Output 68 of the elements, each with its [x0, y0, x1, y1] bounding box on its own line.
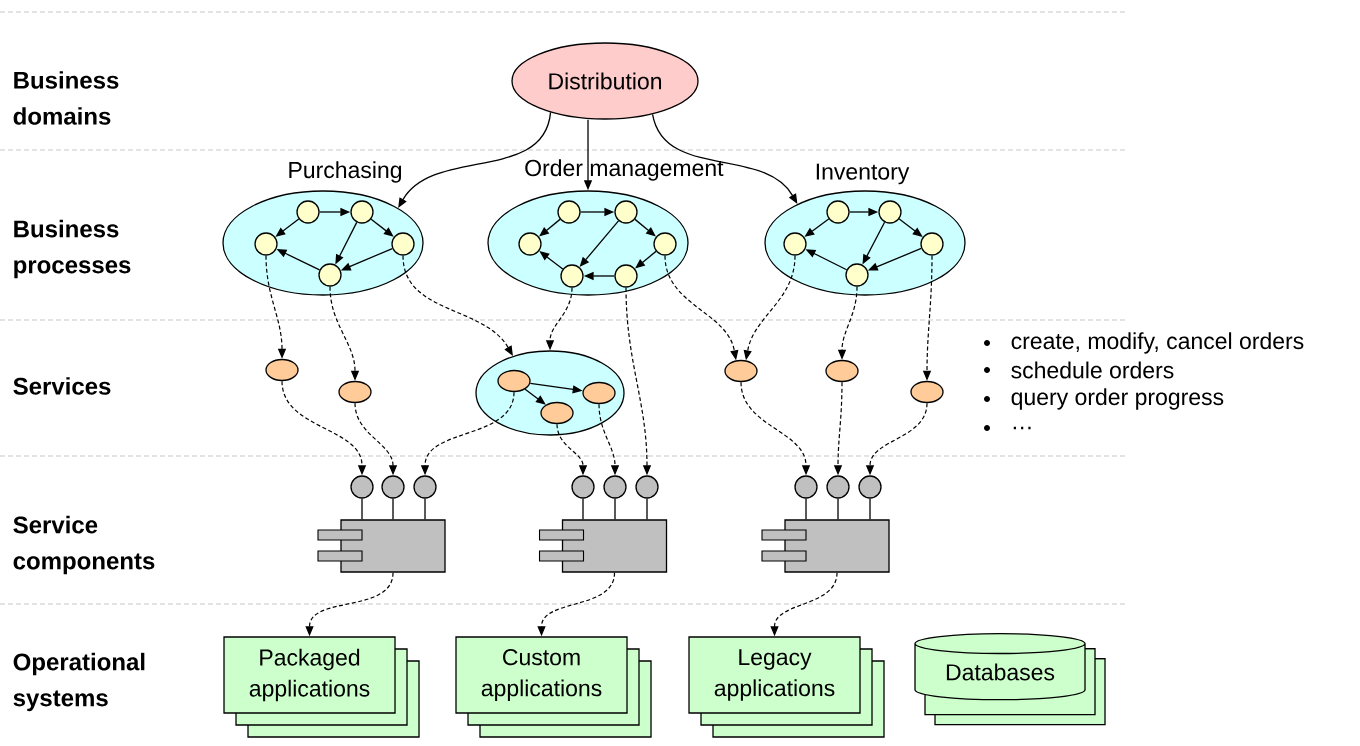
small-circle	[614, 264, 638, 288]
small-circle	[296, 200, 320, 224]
arrow	[635, 250, 657, 269]
interface-circle	[381, 475, 405, 499]
service-ellipse	[497, 369, 531, 393]
interface-circle	[603, 475, 627, 499]
small-circle	[254, 232, 278, 256]
process-title: Purchasing	[289, 161, 402, 183]
list-item: schedule orders	[1011, 361, 1174, 379]
layer-label: Operational systems	[13, 652, 145, 712]
connector-line	[837, 498, 839, 520]
list-item: create, modify, cancel orders	[1011, 332, 1304, 354]
component-drawing	[761, 519, 890, 573]
service-ellipse	[540, 401, 574, 425]
connector-line	[392, 498, 394, 520]
small-circle	[350, 200, 374, 224]
arrow	[634, 218, 656, 237]
connector-line	[582, 498, 584, 520]
layer-label: Business domains	[13, 71, 119, 125]
arrow	[370, 218, 394, 237]
connector-line	[424, 498, 426, 520]
connector-line	[361, 498, 363, 520]
list-item: query order progress	[1011, 388, 1224, 410]
small-circle	[318, 263, 342, 287]
small-circle	[557, 200, 581, 224]
connector-line	[805, 498, 807, 520]
small-circle	[920, 232, 944, 256]
service-ellipse	[825, 359, 859, 383]
arrow	[524, 388, 546, 405]
interface-circle	[635, 475, 659, 499]
interface-circle	[826, 475, 850, 499]
interface-circle	[571, 475, 595, 499]
list-item: …	[1013, 426, 1031, 430]
connector-line	[614, 498, 616, 520]
application-stack: Packaged applications	[223, 636, 420, 738]
small-circle	[845, 263, 869, 287]
small-circle	[391, 232, 415, 256]
small-circle	[614, 200, 638, 224]
small-circle	[878, 200, 902, 224]
connector-line	[646, 498, 648, 520]
application-stack: Legacy applications	[688, 636, 885, 738]
arrow	[402, 255, 513, 356]
component-drawing	[317, 519, 446, 573]
service-ellipse	[338, 380, 372, 404]
small-circle	[783, 232, 807, 256]
service-ellipse	[910, 380, 944, 404]
service-ellipse	[265, 358, 299, 382]
arrow	[539, 218, 561, 237]
small-circle	[518, 232, 542, 256]
process-title: Order management	[525, 159, 724, 181]
layer-label: Business processes	[14, 219, 131, 279]
small-circle	[560, 264, 584, 288]
arrow	[398, 111, 552, 208]
layer-label: Service components	[13, 515, 155, 575]
interface-circle	[858, 475, 882, 499]
application-stack: Custom applications	[455, 636, 652, 738]
interface-circle	[413, 475, 437, 499]
process-title: Inventory	[816, 163, 910, 185]
small-circle	[826, 200, 850, 224]
small-circle	[653, 232, 677, 256]
service-ellipse	[724, 359, 758, 383]
component-drawing	[538, 519, 668, 573]
service-ellipse	[582, 381, 616, 405]
layer-label: Services	[13, 377, 111, 395]
interface-circle	[350, 475, 374, 499]
connector-line	[869, 498, 871, 520]
arrow	[651, 113, 798, 204]
interface-circle	[794, 475, 818, 499]
